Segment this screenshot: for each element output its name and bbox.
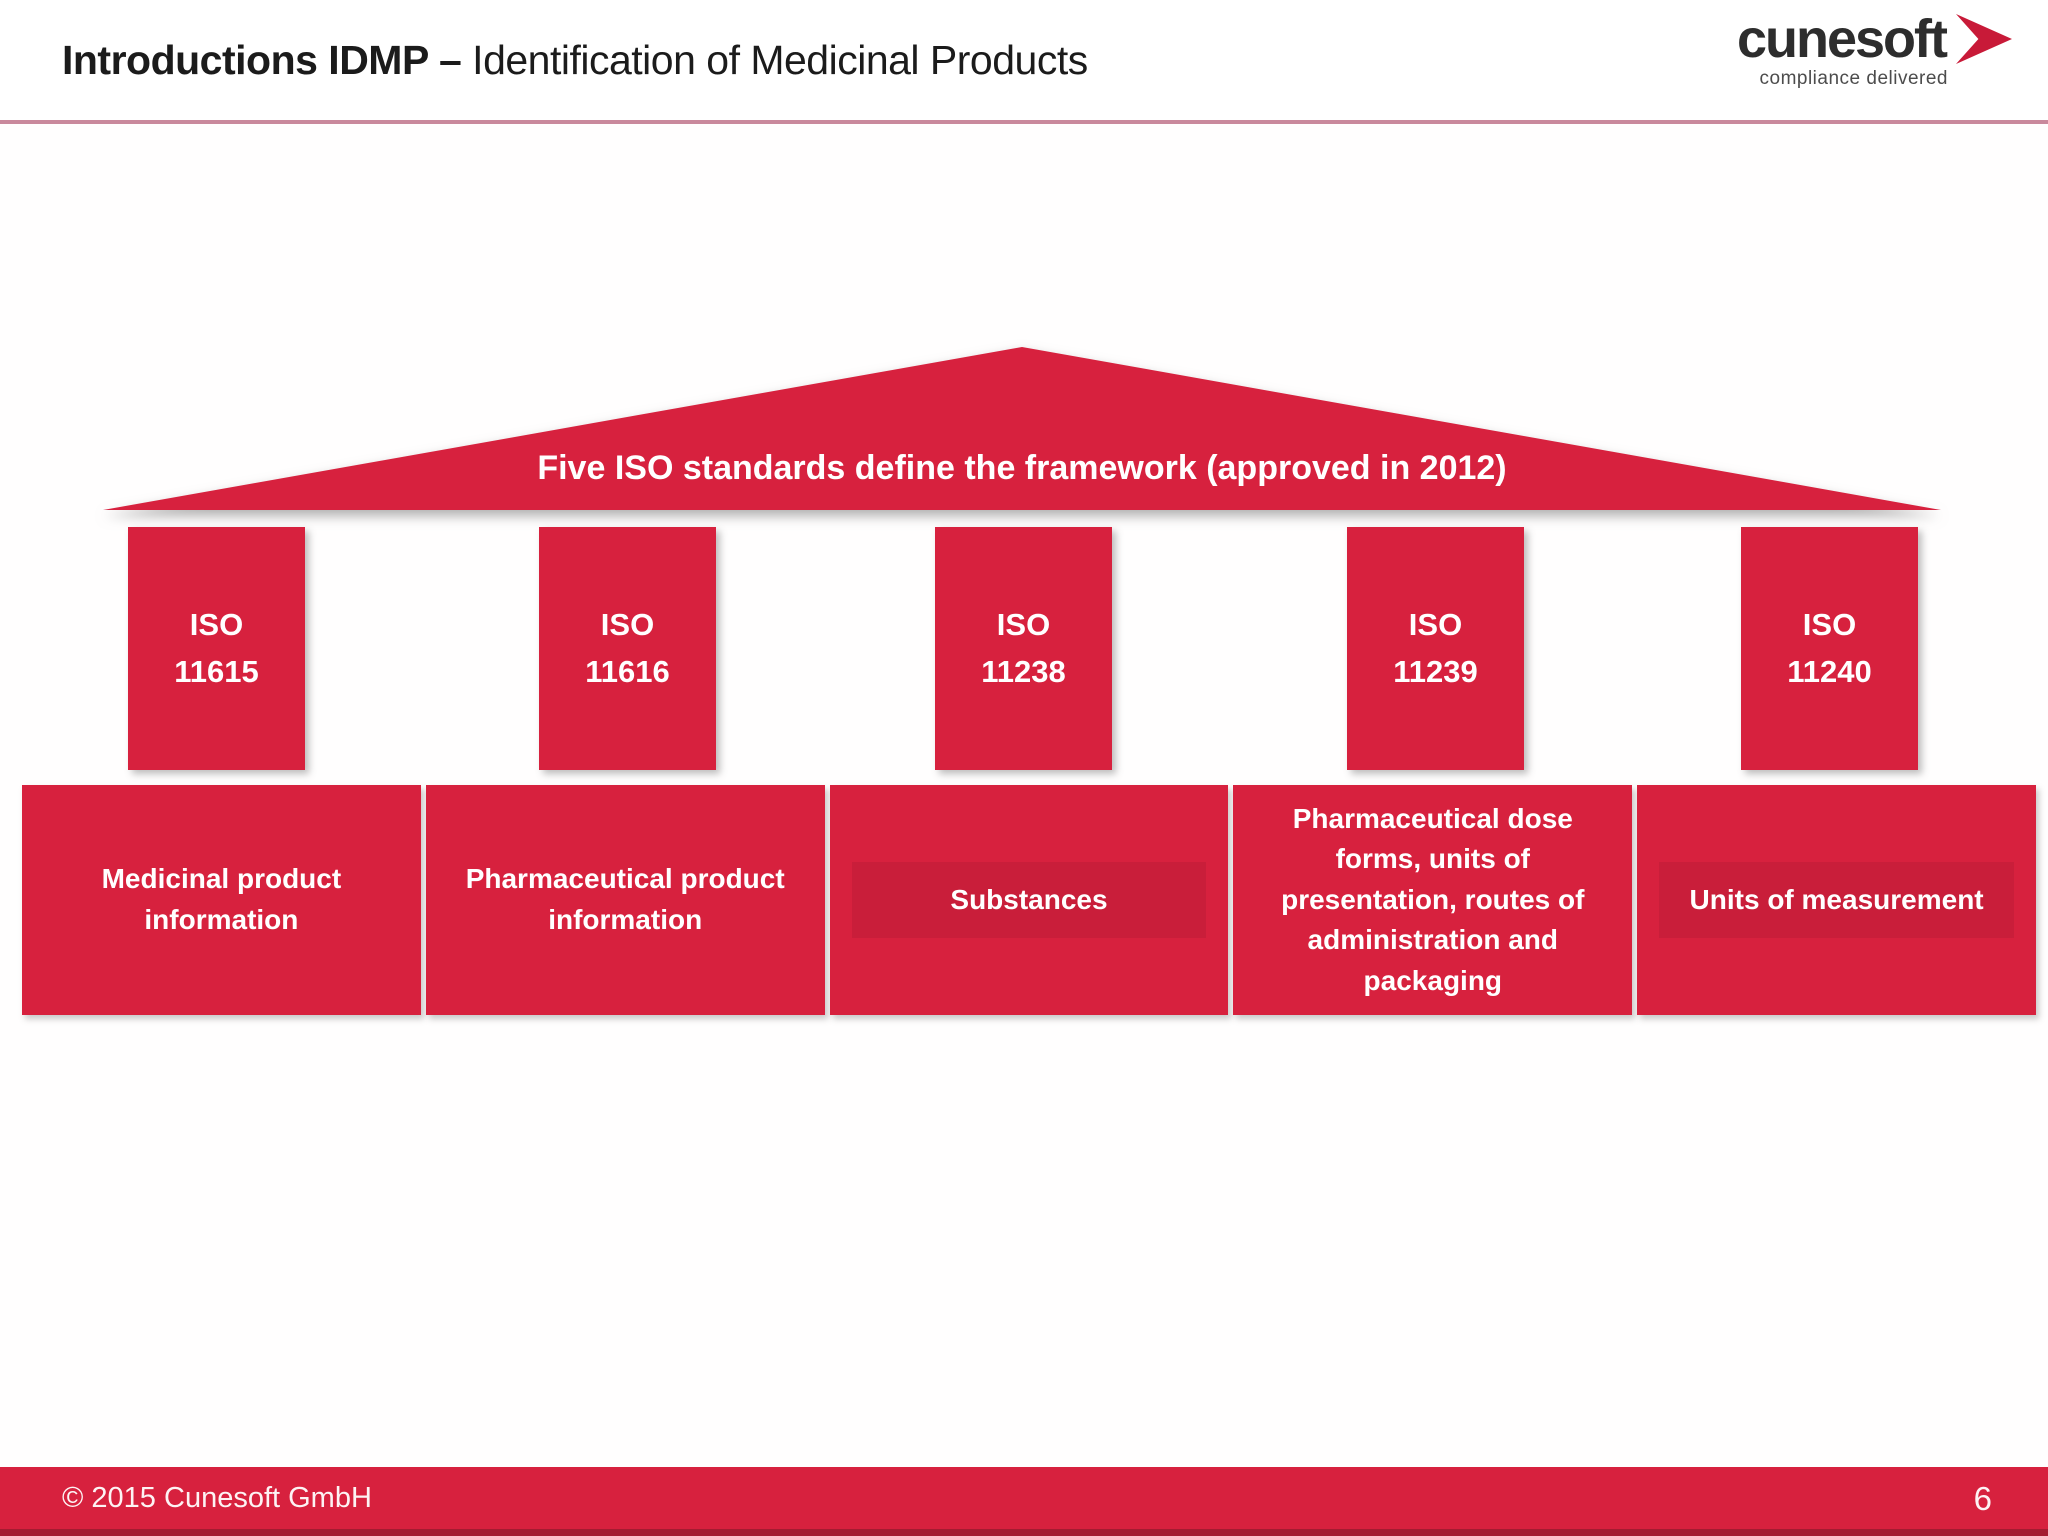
pillar-iso-11240: ISO 11240	[1741, 527, 1918, 770]
pillar-label-line2: 11616	[585, 653, 670, 689]
foundation-units-of-measurement: Units of measurement	[1637, 785, 2036, 1015]
pillar-iso-11239: ISO 11239	[1347, 527, 1524, 770]
foundation-substances: Substances	[829, 785, 1229, 1015]
pillar-iso-11238: ISO 11238	[935, 527, 1112, 770]
foundation-label: Medicinal product information	[101, 863, 342, 935]
roof-triangle: Five ISO standards define the framework …	[103, 347, 1941, 510]
page-title-bold: Introductions IDMP –	[62, 37, 462, 83]
pillar-label-line2: 11240	[1787, 653, 1872, 689]
foundation-label: Pharmaceutical product information	[465, 863, 785, 935]
foundation-pharmaceutical-product-information: Pharmaceutical product information	[425, 785, 825, 1015]
pillar-label-line1: ISO	[996, 607, 1051, 642]
page-number: 6	[1973, 1479, 1992, 1517]
pillar-label-line2: 11615	[174, 653, 259, 689]
temple-roof: Five ISO standards define the framework …	[103, 347, 1941, 510]
highlight-band: Substances	[851, 862, 1207, 938]
foundation-label: Units of measurement	[1689, 883, 1984, 915]
pillar-label-line1: ISO	[189, 607, 244, 642]
pillar-label-line1: ISO	[1408, 607, 1463, 642]
copyright-text: © 2015 Cunesoft GmbH	[62, 1482, 372, 1514]
header: Introductions IDMP – Identification of M…	[0, 0, 2048, 121]
pillar-label-line1: ISO	[1802, 607, 1857, 642]
page-title-regular: Identification of Medicinal Products	[472, 37, 1088, 83]
foundation-label: Substances	[950, 883, 1108, 915]
page-title: Introductions IDMP – Identification of M…	[62, 0, 1088, 121]
foundation-label: Pharmaceutical dose forms, units of pres…	[1281, 802, 1585, 996]
foundation-dose-forms: Pharmaceutical dose forms, units of pres…	[1233, 785, 1633, 1015]
roof-label: Five ISO standards define the framework …	[537, 449, 1507, 487]
footer-bottom-strip	[0, 1529, 2048, 1536]
foundation-medicinal-product-information: Medicinal product information	[22, 785, 421, 1015]
header-divider	[0, 120, 2048, 124]
logo-tagline: compliance delivered	[1759, 68, 1948, 89]
cunesoft-logo: cunesoft compliance delivered	[1732, 12, 2012, 108]
highlight-band: Units of measurement	[1659, 862, 2014, 938]
pillar-label-line2: 11239	[1393, 653, 1478, 689]
logo-wordmark: cunesoft	[1736, 9, 1948, 69]
logo-arrow-icon	[1956, 14, 2012, 64]
pillar-iso-11615: ISO 11615	[128, 527, 305, 770]
pillar-label-line2: 11238	[981, 653, 1066, 689]
logo-row: cunesoft	[1732, 12, 2012, 66]
pillar-label-line1: ISO	[600, 607, 655, 642]
foundation-row: Medicinal product information Pharmaceut…	[22, 785, 2036, 1015]
footer: © 2015 Cunesoft GmbH 6	[0, 1467, 2048, 1536]
pillar-iso-11616: ISO 11616	[539, 527, 716, 770]
